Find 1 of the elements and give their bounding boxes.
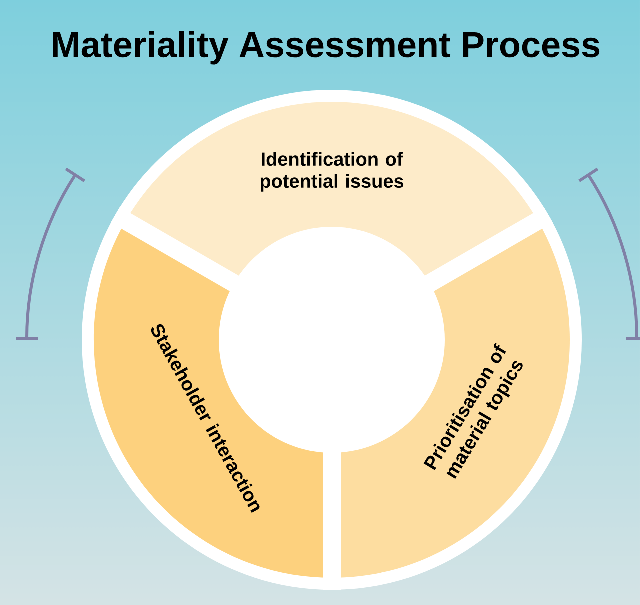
- title: Materiality Assessment Process: [53, 31, 600, 65]
